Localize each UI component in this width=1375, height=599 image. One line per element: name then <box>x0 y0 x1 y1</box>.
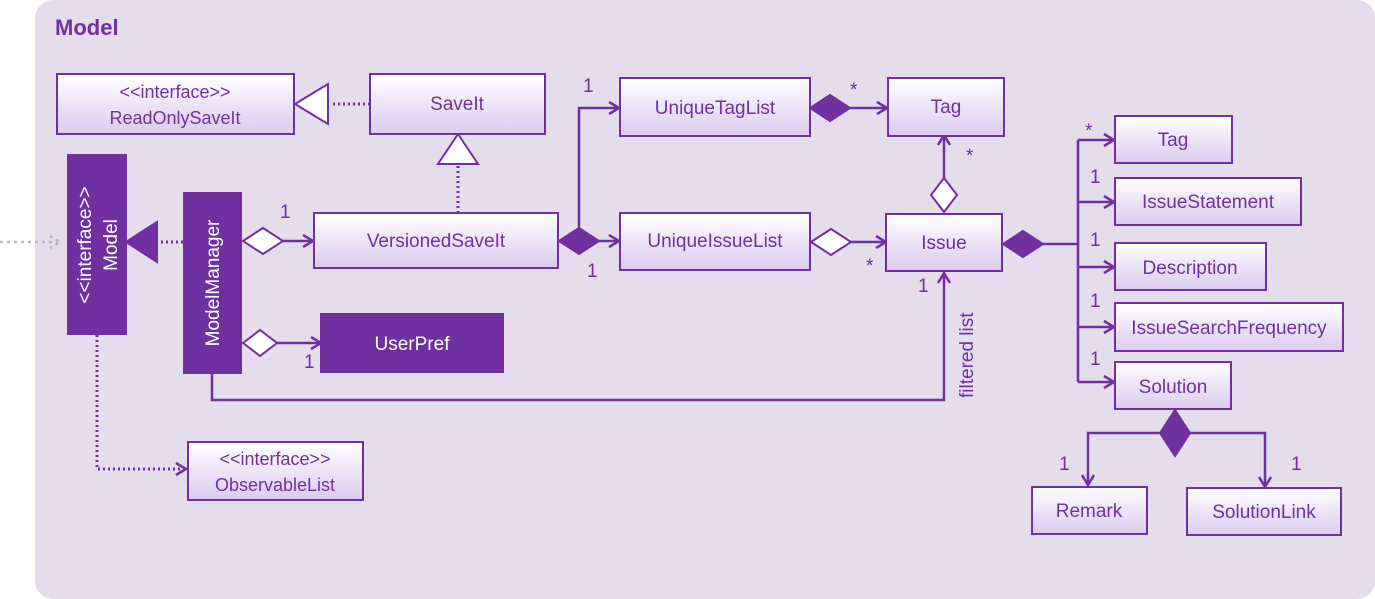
class-userpref[interactable]: UserPref <box>320 313 504 373</box>
class-solutionlink[interactable]: SolutionLink <box>1186 487 1342 536</box>
class-name: ModelManager <box>203 219 224 346</box>
class-box <box>1114 115 1233 164</box>
class-box <box>56 73 295 135</box>
class-box <box>619 77 811 137</box>
composition-diamond-issue <box>1001 229 1045 259</box>
class-name: Remark <box>1056 501 1123 522</box>
class-box <box>183 192 242 374</box>
class-name: IssueStatement <box>1142 192 1275 213</box>
class-description[interactable]: Description <box>1114 242 1267 291</box>
multiplicity-issue-tagright: * <box>1085 121 1093 142</box>
class-modelmanager[interactable]: ModelManager <box>183 192 242 374</box>
class-box <box>1114 242 1267 291</box>
class-box <box>67 154 127 335</box>
class-box <box>1031 486 1148 535</box>
multiplicity-manager-userpref: 1 <box>304 352 315 373</box>
class-name: Solution <box>1139 377 1208 398</box>
multiplicity-labels: 1 * * 1 1 * 1 1 * 1 1 1 1 1 1 filtered l… <box>280 76 1302 475</box>
class-box <box>1114 177 1302 226</box>
class-box <box>187 441 364 501</box>
class-name: SolutionLink <box>1212 502 1316 523</box>
class-name: Model <box>101 219 122 271</box>
class-issue[interactable]: Issue <box>885 213 1003 272</box>
class-stereotype: <<interface>> <box>119 82 230 102</box>
class-issuesearchfrequency[interactable]: IssueSearchFrequency <box>1114 302 1344 352</box>
class-name: IssueSearchFrequency <box>1131 318 1327 339</box>
class-readonlysaveit[interactable]: <<interface>> ReadOnlySaveIt <box>56 73 295 135</box>
class-versionedsaveit[interactable]: VersionedSaveIt <box>313 212 559 269</box>
class-issuestatement[interactable]: IssueStatement <box>1114 177 1302 226</box>
class-name: ReadOnlySaveIt <box>109 108 240 128</box>
edge-label-filtered-list: filtered list <box>957 312 978 398</box>
class-box <box>1186 487 1342 536</box>
association-solution-link <box>1190 431 1267 486</box>
class-box <box>320 313 504 373</box>
multiplicity-issue-description: 1 <box>1090 230 1101 251</box>
class-box <box>887 77 1005 137</box>
composition-diamond-versioned <box>557 226 601 256</box>
multiplicity-solution-remark: 1 <box>1059 454 1070 475</box>
class-name: Issue <box>921 233 966 254</box>
realization-arrowhead-readonly <box>293 82 329 126</box>
class-box <box>885 213 1003 272</box>
aggregation-diamond-issuelist <box>809 227 853 257</box>
class-box <box>1114 361 1232 410</box>
aggregation-diamond-issue-tag <box>929 176 959 214</box>
class-name: UniqueTagList <box>655 98 776 119</box>
class-box <box>369 73 546 135</box>
multiplicity-filtered: 1 <box>918 276 929 297</box>
class-name: Tag <box>1158 130 1189 151</box>
connectors <box>0 82 1273 490</box>
multiplicity-issue-solution: 1 <box>1090 349 1101 370</box>
multiplicity-issuelist-issue: * <box>866 256 874 277</box>
aggregation-diamond-manager-userpref <box>241 328 279 358</box>
realization-arrowhead-model <box>124 220 158 264</box>
class-uniqueissuelist[interactable]: UniqueIssueList <box>619 212 811 271</box>
arrowhead-remark <box>1080 474 1096 488</box>
association-versioned-taglist <box>577 106 618 228</box>
class-tag-top[interactable]: Tag <box>887 77 1005 137</box>
aggregation-diamond-manager-versioned <box>241 226 285 256</box>
multiplicity-versioned-issuelist: 1 <box>587 261 598 282</box>
class-name: SaveIt <box>430 94 485 115</box>
multiplicity-issue-tag: * <box>966 146 974 167</box>
class-name: VersionedSaveIt <box>367 231 506 252</box>
class-name: Tag <box>931 97 962 118</box>
class-tag-right[interactable]: Tag <box>1114 115 1233 164</box>
dependency-model-observablelist <box>95 335 183 471</box>
class-box <box>619 212 811 271</box>
class-observablelist[interactable]: <<interface>> ObservableList <box>187 441 364 501</box>
multiplicity-manager-versioned: 1 <box>280 202 291 223</box>
generalization-arrowhead-saveit <box>436 132 480 165</box>
class-solution[interactable]: Solution <box>1114 361 1232 410</box>
class-name: UserPref <box>375 334 451 355</box>
class-box <box>1114 302 1344 352</box>
class-stereotype: <<interface>> <box>75 186 96 303</box>
multiplicity-solution-link: 1 <box>1291 454 1302 475</box>
multiplicity-issue-statement: 1 <box>1090 167 1101 188</box>
arrowhead-filtered-list <box>936 270 952 284</box>
class-name: Description <box>1142 258 1237 279</box>
association-filtered-list <box>210 274 946 402</box>
package-title: Model <box>55 15 119 40</box>
multiplicity-issue-frequency: 1 <box>1090 291 1101 312</box>
class-remark[interactable]: Remark <box>1031 486 1148 535</box>
multiplicity-taglist-tag: * <box>850 80 858 101</box>
class-box <box>313 212 559 269</box>
arrowhead-observablelist <box>175 461 189 477</box>
class-uniquetaglist[interactable]: UniqueTagList <box>619 77 811 137</box>
composition-diamond-solution <box>1158 408 1192 458</box>
composition-diamond-taglist <box>808 93 852 123</box>
multiplicity-versioned-taglist: 1 <box>583 76 594 97</box>
association-solution-remark <box>1086 431 1160 484</box>
class-name: UniqueIssueList <box>647 231 783 252</box>
class-model[interactable]: <<interface>> Model <box>67 154 127 335</box>
class-name: ObservableList <box>215 475 335 495</box>
class-saveit[interactable]: SaveIt <box>369 73 546 135</box>
class-stereotype: <<interface>> <box>219 449 330 469</box>
